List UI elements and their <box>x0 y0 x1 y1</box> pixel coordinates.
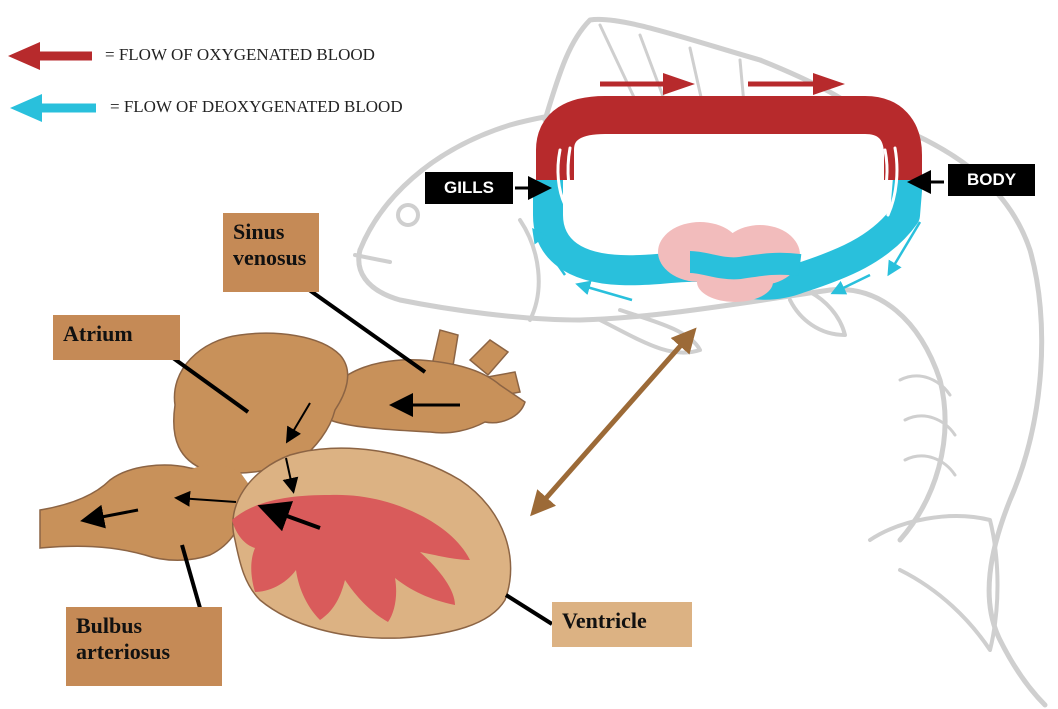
bulbus-arteriosus-label: Bulbus arteriosus <box>66 607 222 686</box>
sinus-venosus-label: Sinus venosus <box>223 213 319 292</box>
ventricle-label: Ventricle <box>552 602 692 647</box>
circulation-loop <box>515 73 944 302</box>
legend-deoxygenated-arrow <box>10 94 96 122</box>
atrium-label: Atrium <box>53 315 180 360</box>
sinus-venosus-label-line-2: venosus <box>233 245 309 271</box>
gills-tag: GILLS <box>425 172 513 204</box>
bulbus-arteriosus-label-line-1: Bulbus <box>76 613 212 639</box>
bulbus-arteriosus-label-line-2: arteriosus <box>76 639 212 665</box>
gill-capillaries <box>558 148 897 215</box>
legend-oxygenated-label: = FLOW OF OXYGENATED BLOOD <box>105 45 375 65</box>
body-tag: BODY <box>948 164 1035 196</box>
sinus-venosus-label-line-1: Sinus <box>233 219 309 245</box>
sinus-venosus-shape <box>330 330 525 433</box>
legend-oxygenated-arrow <box>8 42 92 70</box>
oxygenated-flow-arrows <box>600 73 845 95</box>
oxygenated-vessel <box>555 115 903 180</box>
legend-deoxygenated-label: = FLOW OF DEOXYGENATED BLOOD <box>110 97 403 117</box>
heart-zoom-connector <box>540 335 690 505</box>
